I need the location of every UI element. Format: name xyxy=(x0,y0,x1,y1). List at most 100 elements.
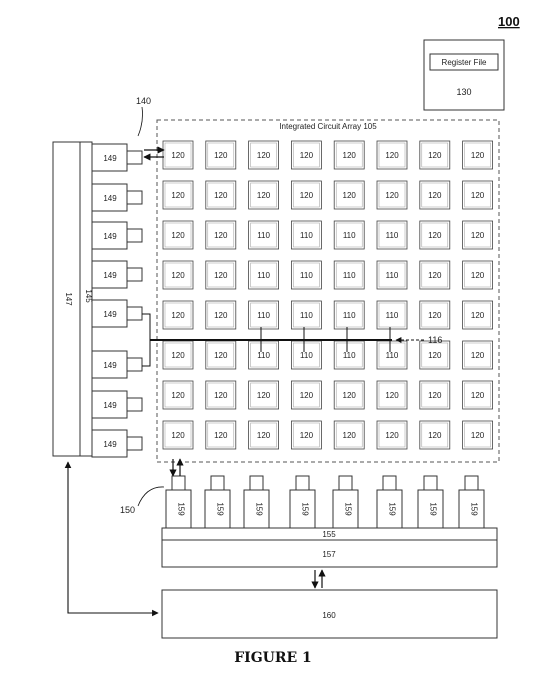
array-cell: 120 xyxy=(333,140,365,170)
left-bar-145: 145 xyxy=(79,141,93,457)
array-cell-label: 120 xyxy=(171,311,185,320)
array-cell: 120 xyxy=(419,260,451,290)
left-port-label: 149 xyxy=(103,401,117,410)
array-cell-label: 110 xyxy=(386,271,399,280)
array-cell-label: 120 xyxy=(257,151,271,160)
array-cell-label: 120 xyxy=(428,191,442,200)
array-cell: 120 xyxy=(205,260,237,290)
array-cell-label: 120 xyxy=(257,391,271,400)
array-cell: 110 xyxy=(376,300,408,330)
array-cell-label: 110 xyxy=(343,271,356,280)
array-cell: 120 xyxy=(333,420,365,450)
array-cell-label: 120 xyxy=(300,191,314,200)
array-cell: 110 xyxy=(290,260,322,290)
left-inner-ref: 145 xyxy=(84,289,93,303)
array-cell-label: 120 xyxy=(471,431,485,440)
array-cell: 120 xyxy=(205,180,237,210)
array-cell-label: 120 xyxy=(385,431,399,440)
left-port: 149 xyxy=(91,260,143,289)
array-cell: 120 xyxy=(419,420,451,450)
array-cell: 120 xyxy=(290,140,322,170)
array-cell: 110 xyxy=(333,300,365,330)
array-cell-label: 120 xyxy=(171,191,185,200)
array-cell: 120 xyxy=(248,180,280,210)
left-outer-ref: 147 xyxy=(64,292,73,306)
array-cell-label: 120 xyxy=(171,391,185,400)
bottom-port: 159 xyxy=(332,475,359,529)
array-cell-label: 120 xyxy=(214,151,228,160)
array-cell: 120 xyxy=(462,220,494,250)
bottom-port: 159 xyxy=(204,475,231,529)
array-cell-label: 120 xyxy=(471,311,485,320)
array-cell: 120 xyxy=(462,340,494,370)
array-cell: 120 xyxy=(376,140,408,170)
array-cell-label: 110 xyxy=(300,231,313,240)
array-cell-label: 110 xyxy=(386,231,399,240)
array-cell: 120 xyxy=(333,380,365,410)
array-cell: 120 xyxy=(419,300,451,330)
left-port-label: 149 xyxy=(103,361,117,370)
array-cell-label: 120 xyxy=(343,431,357,440)
array-cell-label: 110 xyxy=(257,271,270,280)
left-port-label: 149 xyxy=(103,271,117,280)
array-cell: 120 xyxy=(248,420,280,450)
array-cell-label: 120 xyxy=(171,151,185,160)
array-cell-label: 120 xyxy=(214,271,228,280)
array-cell: 110 xyxy=(333,220,365,250)
array-cell-label: 120 xyxy=(428,391,442,400)
left-bar-147: 147 xyxy=(52,141,81,457)
array-cell-label: 110 xyxy=(386,351,399,360)
array-cell-label: 120 xyxy=(300,151,314,160)
array-cell: 110 xyxy=(290,220,322,250)
array-cell: 120 xyxy=(205,420,237,450)
bus-116: 116 xyxy=(150,327,442,352)
array-cell-label: 110 xyxy=(257,231,270,240)
array-cell-label: 120 xyxy=(471,231,485,240)
array-cell-label: 120 xyxy=(471,151,485,160)
array-cell-label: 120 xyxy=(257,431,271,440)
array-cell-label: 120 xyxy=(428,311,442,320)
left-port-label: 149 xyxy=(103,440,117,449)
bottom-port-label: 159 xyxy=(388,502,397,516)
array-cell: 120 xyxy=(162,140,194,170)
left-to-160-link xyxy=(64,461,159,617)
bottom-port-label: 159 xyxy=(216,502,225,516)
array-cell: 120 xyxy=(290,380,322,410)
bottom-port-label: 159 xyxy=(301,502,310,516)
array-boundary xyxy=(156,119,500,463)
array-cell-label: 120 xyxy=(428,231,442,240)
array-cell-label: 110 xyxy=(300,271,313,280)
array-cell: 110 xyxy=(248,260,280,290)
bottom-port: 159 xyxy=(243,475,270,529)
array-cell-label: 120 xyxy=(214,431,228,440)
array-cell-label: 120 xyxy=(471,271,485,280)
array-cell-label: 110 xyxy=(343,311,356,320)
block-160-ref: 160 xyxy=(322,611,336,620)
array-cell: 120 xyxy=(162,300,194,330)
array-cell: 110 xyxy=(333,340,365,370)
array-cell-label: 110 xyxy=(343,351,356,360)
array-cell: 110 xyxy=(333,260,365,290)
array-cell-label: 120 xyxy=(428,351,442,360)
array-cell: 120 xyxy=(205,380,237,410)
bottom-port-label: 159 xyxy=(344,502,353,516)
array-cell: 120 xyxy=(162,340,194,370)
array-cell: 120 xyxy=(376,380,408,410)
array-cell: 110 xyxy=(248,220,280,250)
array-cell: 110 xyxy=(248,300,280,330)
array-cell: 120 xyxy=(419,220,451,250)
left-port-label: 149 xyxy=(103,310,117,319)
left-port: 149 xyxy=(91,221,143,250)
array-cell-label: 120 xyxy=(471,191,485,200)
left-port: 149 xyxy=(91,390,143,419)
array-cell-label: 110 xyxy=(386,311,399,320)
array-cell: 120 xyxy=(419,180,451,210)
bottom-port-label: 159 xyxy=(470,502,479,516)
block-160: 160 xyxy=(161,589,498,639)
figure-caption: FIGURE 1 xyxy=(234,650,312,666)
array-cell-label: 120 xyxy=(385,151,399,160)
array-cell-label: 120 xyxy=(343,391,357,400)
